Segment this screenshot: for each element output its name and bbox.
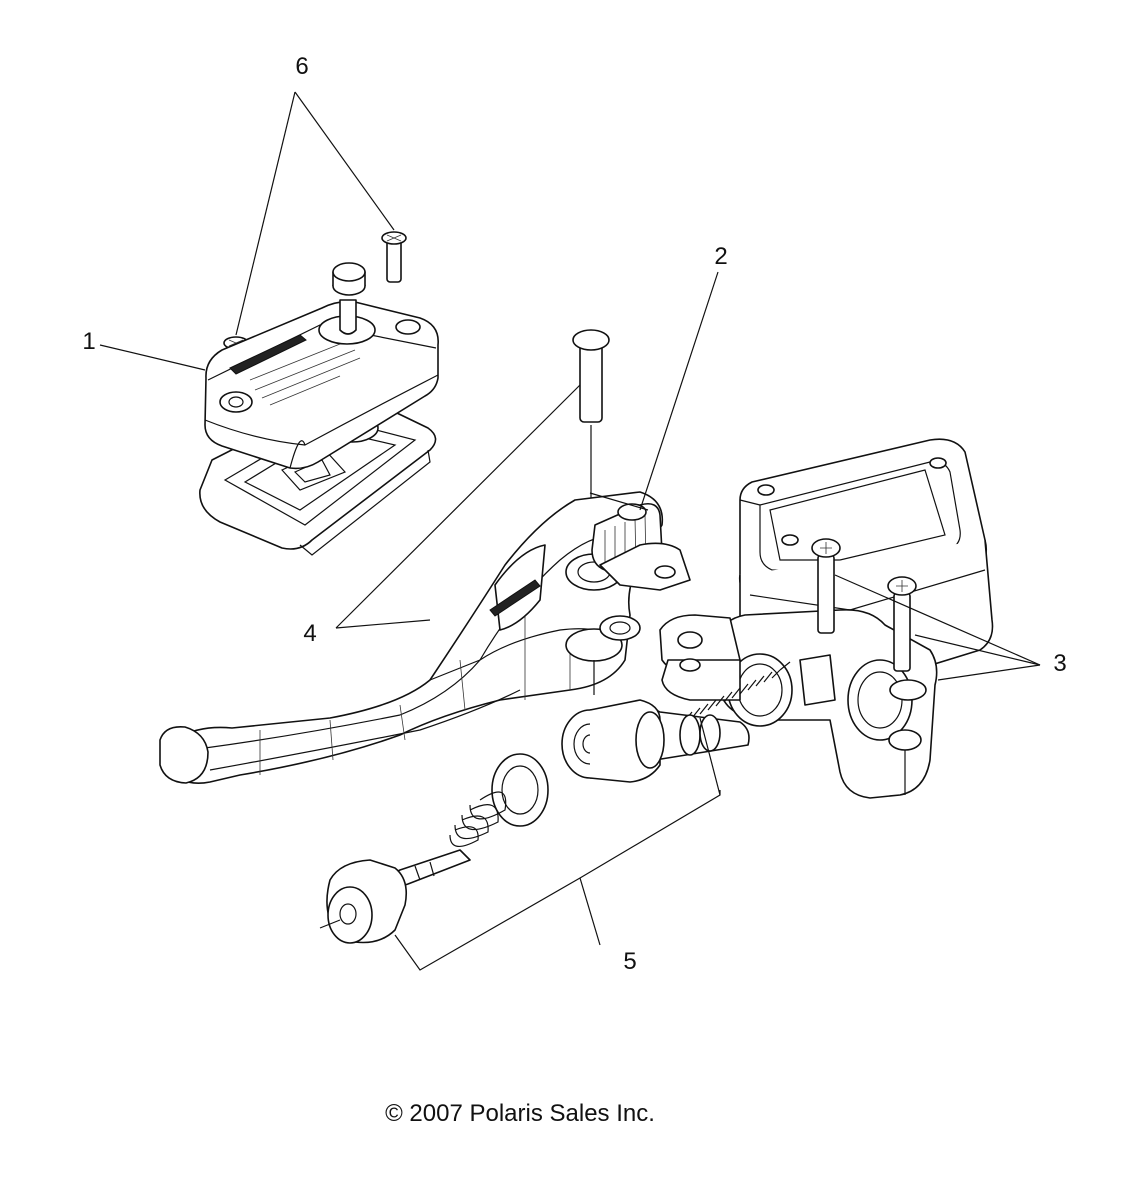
leader-5b <box>579 877 601 946</box>
leader-5a <box>394 790 721 971</box>
clamp-screw-right <box>887 576 917 672</box>
copyright-notice: © 2007 Polaris Sales Inc. <box>385 1100 655 1127</box>
callout-2: 2 <box>714 243 728 270</box>
leader-1 <box>99 344 206 371</box>
leader-4b <box>335 619 431 629</box>
leader-lines <box>99 91 1041 971</box>
master-cylinder-body <box>659 438 994 799</box>
callout-1: 1 <box>82 328 96 355</box>
pivot-pin <box>572 329 610 500</box>
reservoir-cover <box>199 262 439 556</box>
leader-3b <box>914 634 1041 666</box>
piston-kit <box>319 661 791 944</box>
callout-5: 5 <box>623 948 637 975</box>
callout-6: 6 <box>295 53 309 80</box>
callout-4: 4 <box>303 620 317 647</box>
brake-lever <box>159 491 691 784</box>
leader-6a <box>235 91 296 336</box>
leader-5c <box>699 717 721 796</box>
leader-3c <box>937 664 1041 681</box>
leader-2 <box>639 271 719 511</box>
leader-4a <box>335 384 581 629</box>
clamp-screw-left <box>811 538 841 634</box>
leader-6b <box>294 91 395 231</box>
leader-3a <box>834 574 1041 666</box>
screw-right <box>381 231 407 283</box>
callout-3: 3 <box>1053 650 1067 677</box>
